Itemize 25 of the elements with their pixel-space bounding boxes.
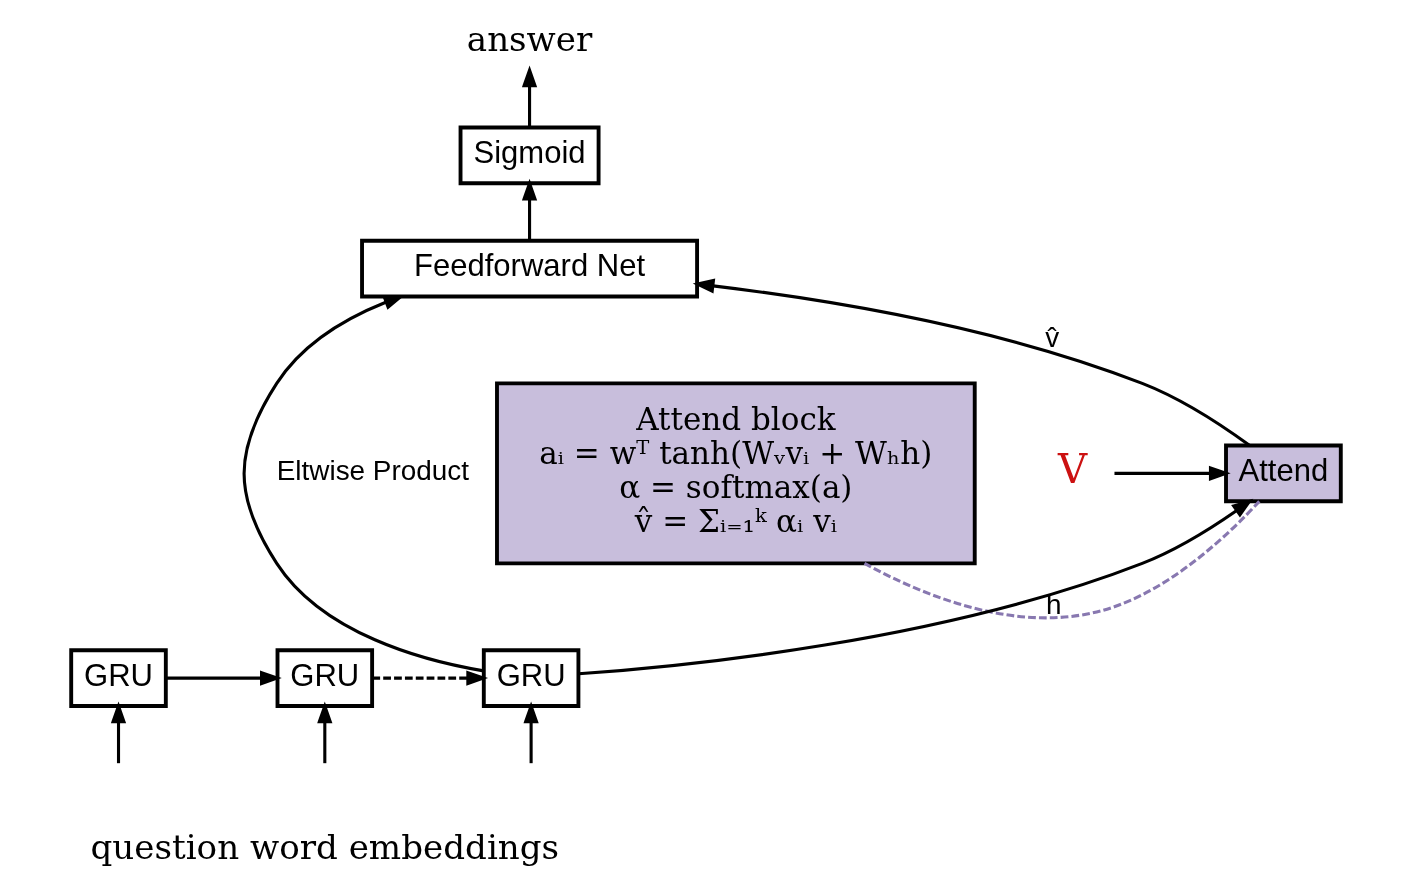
arrow [523,701,539,764]
label: question word embeddings [90,826,560,867]
arrow [110,701,127,764]
arrow [166,670,282,686]
arrow [317,701,333,764]
node-box: Attend block aᵢ = wᵀ tanh(Wᵥvᵢ + Wₕh) α = softmax(a) v̂ = Σᵢ₌₁ᵏ αᵢ vᵢ [495,381,977,566]
edge-label: Eltwise Product [276,455,470,487]
node-box: Attend [1224,443,1343,504]
node-box: GRU [275,648,375,708]
arrow [1114,465,1231,481]
arrow [372,670,489,686]
node-box: GRU [481,648,581,708]
connector [863,500,1261,620]
arrow [578,498,1254,676]
arrow [521,65,538,128]
node-text: answer [466,18,593,59]
edge-label: h [1046,588,1062,620]
arrow [521,178,538,241]
arrow [692,278,1251,447]
arrow [242,295,484,673]
node-box: Feedforward Net [360,238,700,299]
edge-label: v̂ [1045,321,1060,353]
node-box: Sigmoid [458,125,601,186]
node-text: V [1057,446,1088,494]
node-box: GRU [69,648,168,708]
